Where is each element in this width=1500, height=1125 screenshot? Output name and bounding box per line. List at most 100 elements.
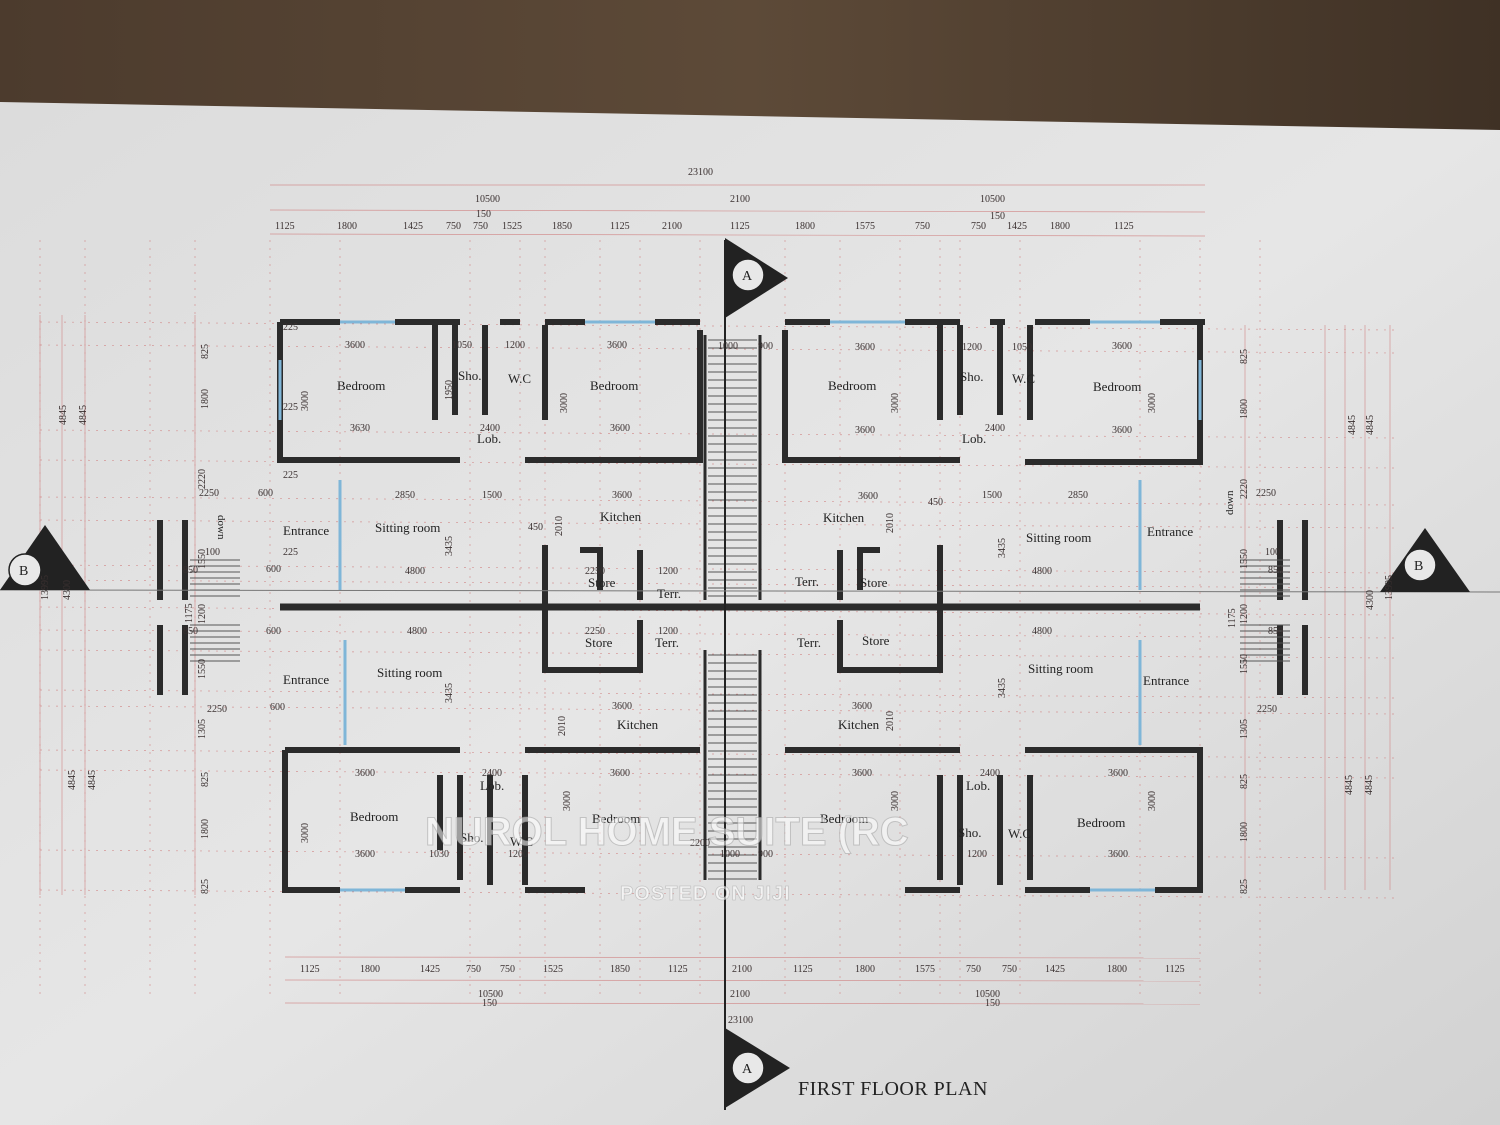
room-label: down (215, 515, 227, 540)
dim-left-chain: 1800 (200, 389, 211, 409)
inner-dim: 2010 (554, 516, 565, 536)
dim-overall-width-top: 23100 (688, 167, 713, 178)
room-label: Lob. (962, 431, 986, 446)
section-line-b (0, 589, 1500, 593)
inner-dim: 3600 (612, 490, 632, 501)
dim-overall-width-bottom: 23100 (728, 1015, 753, 1026)
dim-block-right-bottom: 4845 (1364, 775, 1375, 795)
dim-left-chain: 1800 (200, 819, 211, 839)
dim-right-chain: 1305 (1239, 719, 1250, 739)
dim-gap-right-bottom: 150 (985, 998, 1000, 1009)
dim-left-chain: 2220 (197, 469, 208, 489)
grid-line (39, 321, 1396, 331)
grid-line (39, 629, 1396, 639)
grid-line (39, 606, 1396, 616)
room-label: Sho. (460, 830, 483, 845)
dim-right-chain: 825 (1239, 879, 1250, 894)
inner-dim: 3600 (855, 425, 875, 436)
inner-dim: 850 (183, 626, 198, 637)
inner-dim: 2250 (1256, 488, 1276, 499)
room-label: Lob. (966, 778, 990, 793)
wall-segment (432, 325, 548, 420)
room-label: Sitting room (1028, 661, 1093, 676)
room-label: Store (585, 635, 613, 650)
inner-dim: 3000 (562, 791, 573, 811)
inner-dim: 3600 (1108, 849, 1128, 860)
room-label: Bedroom (592, 811, 640, 826)
dim-top-chain: 1800 (1050, 221, 1070, 232)
stair-wall (1277, 520, 1308, 695)
dimension-line (269, 233, 1206, 237)
dim-gap-left-bottom: 150 (482, 998, 497, 1009)
inner-dim: 2850 (1068, 490, 1088, 501)
inner-dim: 2250 (585, 626, 605, 637)
inner-dim: 2010 (885, 711, 896, 731)
inner-dim: 3600 (1112, 425, 1132, 436)
inner-dim: 2250 (199, 488, 219, 499)
inner-dim: 450 (928, 497, 943, 508)
room-label: Entrance (283, 523, 329, 538)
dim-bottom-chain: 1800 (360, 964, 380, 975)
room-label: Entrance (283, 672, 329, 687)
inner-dim: 100 (205, 547, 220, 558)
inner-dim: 1000 (720, 849, 740, 860)
inner-dim: 1030 (429, 849, 449, 860)
inner-dim: 3000 (1147, 791, 1158, 811)
dimension-line (269, 209, 1206, 213)
dimension-line (284, 956, 1201, 959)
dim-bottom-chain: 1575 (915, 964, 935, 975)
grid-line (39, 429, 1396, 439)
dim-bottom-chain: 1850 (610, 964, 630, 975)
marker-circle (731, 1051, 765, 1085)
room-label: Bedroom (1093, 379, 1141, 394)
dim-gap-right-top: 150 (990, 211, 1005, 222)
wall-segment (542, 620, 643, 673)
dim-half-right-bottom: 10500 (975, 989, 1000, 1000)
dim-block-left-top-inner: 4845 (78, 405, 89, 425)
room-label: W.C (508, 371, 531, 386)
dim-left-chain: 1550 (197, 549, 208, 569)
room-label: Sho. (960, 369, 983, 384)
inner-dim: 850 (1268, 626, 1283, 637)
dim-left-chain: 1200 (197, 604, 208, 624)
room-label: W.C (510, 834, 533, 849)
inner-dim: 225 (283, 547, 298, 558)
marker-label: B (1414, 559, 1423, 574)
dim-bottom-chain: 750 (466, 964, 481, 975)
inner-dim: 100 (1265, 547, 1280, 558)
room-label: W.C (1012, 371, 1035, 386)
inner-dim: 2850 (395, 490, 415, 501)
dim-center-bottom: 2100 (730, 989, 750, 1000)
dim-bottom-chain: 1525 (543, 964, 563, 975)
dim-top-chain: 750 (446, 221, 461, 232)
dim-top-chain: 750 (971, 221, 986, 232)
dim-mid-left: 4300 (62, 580, 73, 600)
inner-dim: 3000 (890, 393, 901, 413)
room-label: Entrance (1147, 524, 1193, 539)
grid-line (39, 689, 1396, 699)
marker-circle (731, 258, 765, 292)
inner-dim: 1200 (962, 342, 982, 353)
section-marker-b-left: B (0, 525, 90, 590)
inner-dim: 3600 (607, 340, 627, 351)
dim-half-right-top: 10500 (980, 194, 1005, 205)
inner-dim: 2400 (980, 768, 1000, 779)
dim-block-left-bottom: 4845 (67, 770, 78, 790)
inner-dim: 1500 (482, 490, 502, 501)
inner-dim: 3630 (350, 423, 370, 434)
room-label: Bedroom (337, 378, 385, 393)
dim-mid-right: 4300 (1365, 590, 1376, 610)
inner-dim: 2010 (557, 716, 568, 736)
inner-dim: 1175 (184, 603, 195, 623)
inner-dim: 3435 (444, 536, 455, 556)
dim-bottom-chain: 750 (500, 964, 515, 975)
grid-line (39, 769, 1396, 779)
inner-dim: 450 (528, 522, 543, 533)
grid-line (39, 749, 1396, 759)
dim-right-chain: 1200 (1239, 604, 1250, 624)
inner-dim: 3600 (1112, 341, 1132, 352)
stair-treads (190, 339, 1290, 880)
grid-line (39, 849, 1396, 859)
room-label: W.C (1008, 826, 1031, 841)
